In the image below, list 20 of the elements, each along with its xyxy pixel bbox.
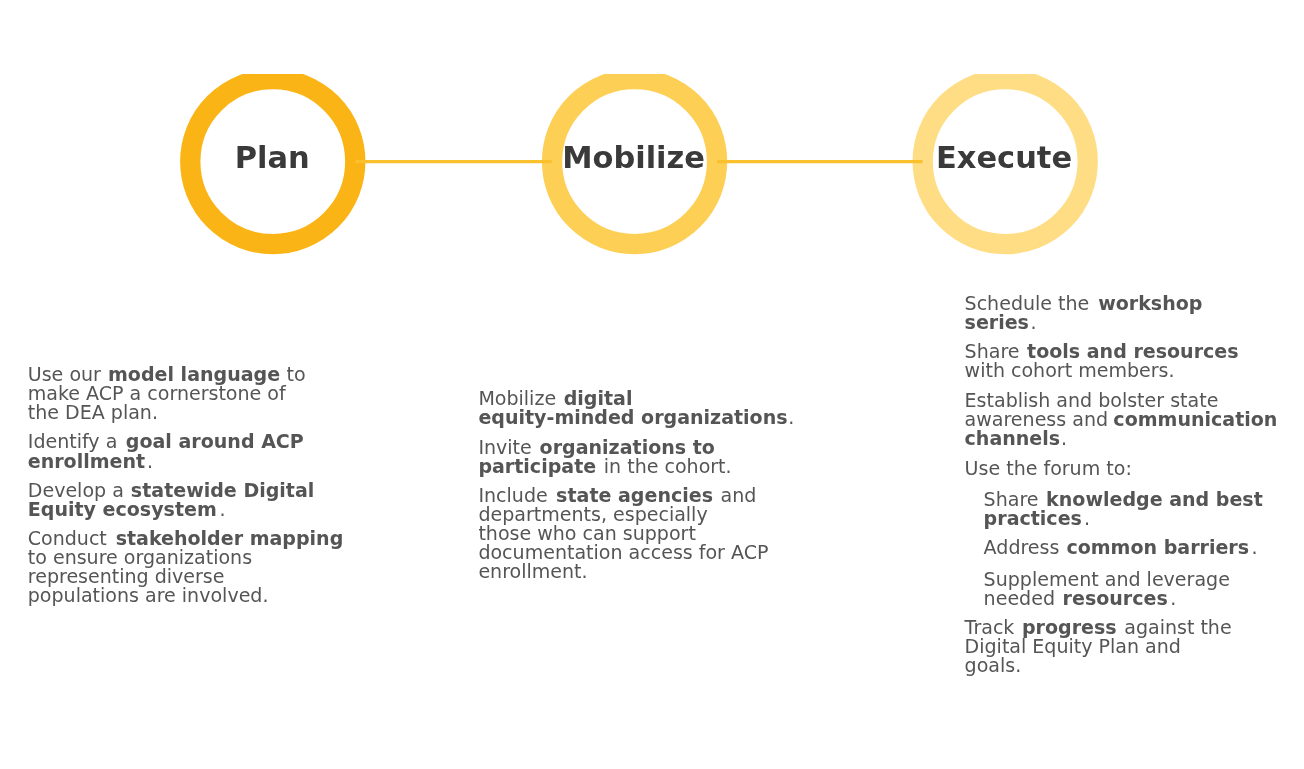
- node-label: Identify a goal around ACP enrollment.: [27, 429, 304, 472]
- node-label: Share knowledge and best practices.: [983, 487, 1263, 529]
- node-label: Mobilize digital equity-minded organizations.: [478, 386, 795, 428]
- node-circle: Execute: [912, 73, 1098, 254]
- node-label: Share tools and resources with cohort members.: [964, 339, 1239, 381]
- node-label: Use our model language to make ACP a cornerstone of the DEA plan.: [27, 362, 306, 423]
- node-label: Address common barriers.: [983, 535, 1258, 558]
- node-label: Track progress against the Digital Equity Plan and goals.: [964, 615, 1232, 676]
- node-label: Include state agencies and departments, especially those who can support documentation access for ACP enrollment.: [478, 483, 769, 582]
- node-label: Supplement and leverage needed resources.: [983, 567, 1230, 609]
- node-label: Establish and bolster state awareness and communication channels.: [964, 388, 1278, 449]
- node-label: Invite organizations to participate in the cohort.: [478, 435, 732, 477]
- node-label: Use the forum to:: [964, 456, 1132, 479]
- node-label: Develop a statewide Digital Equity ecosystem.: [27, 478, 315, 520]
- node-label: Schedule the workshop series.: [964, 291, 1203, 333]
- connector: [717, 159, 923, 163]
- node-label: Conduct stakeholder mapping to ensure organizations representing diverse populations are involved.: [27, 526, 344, 606]
- node-circle: Mobilize: [541, 73, 728, 254]
- node-circle: Plan: [180, 73, 366, 254]
- connector: [355, 159, 552, 163]
